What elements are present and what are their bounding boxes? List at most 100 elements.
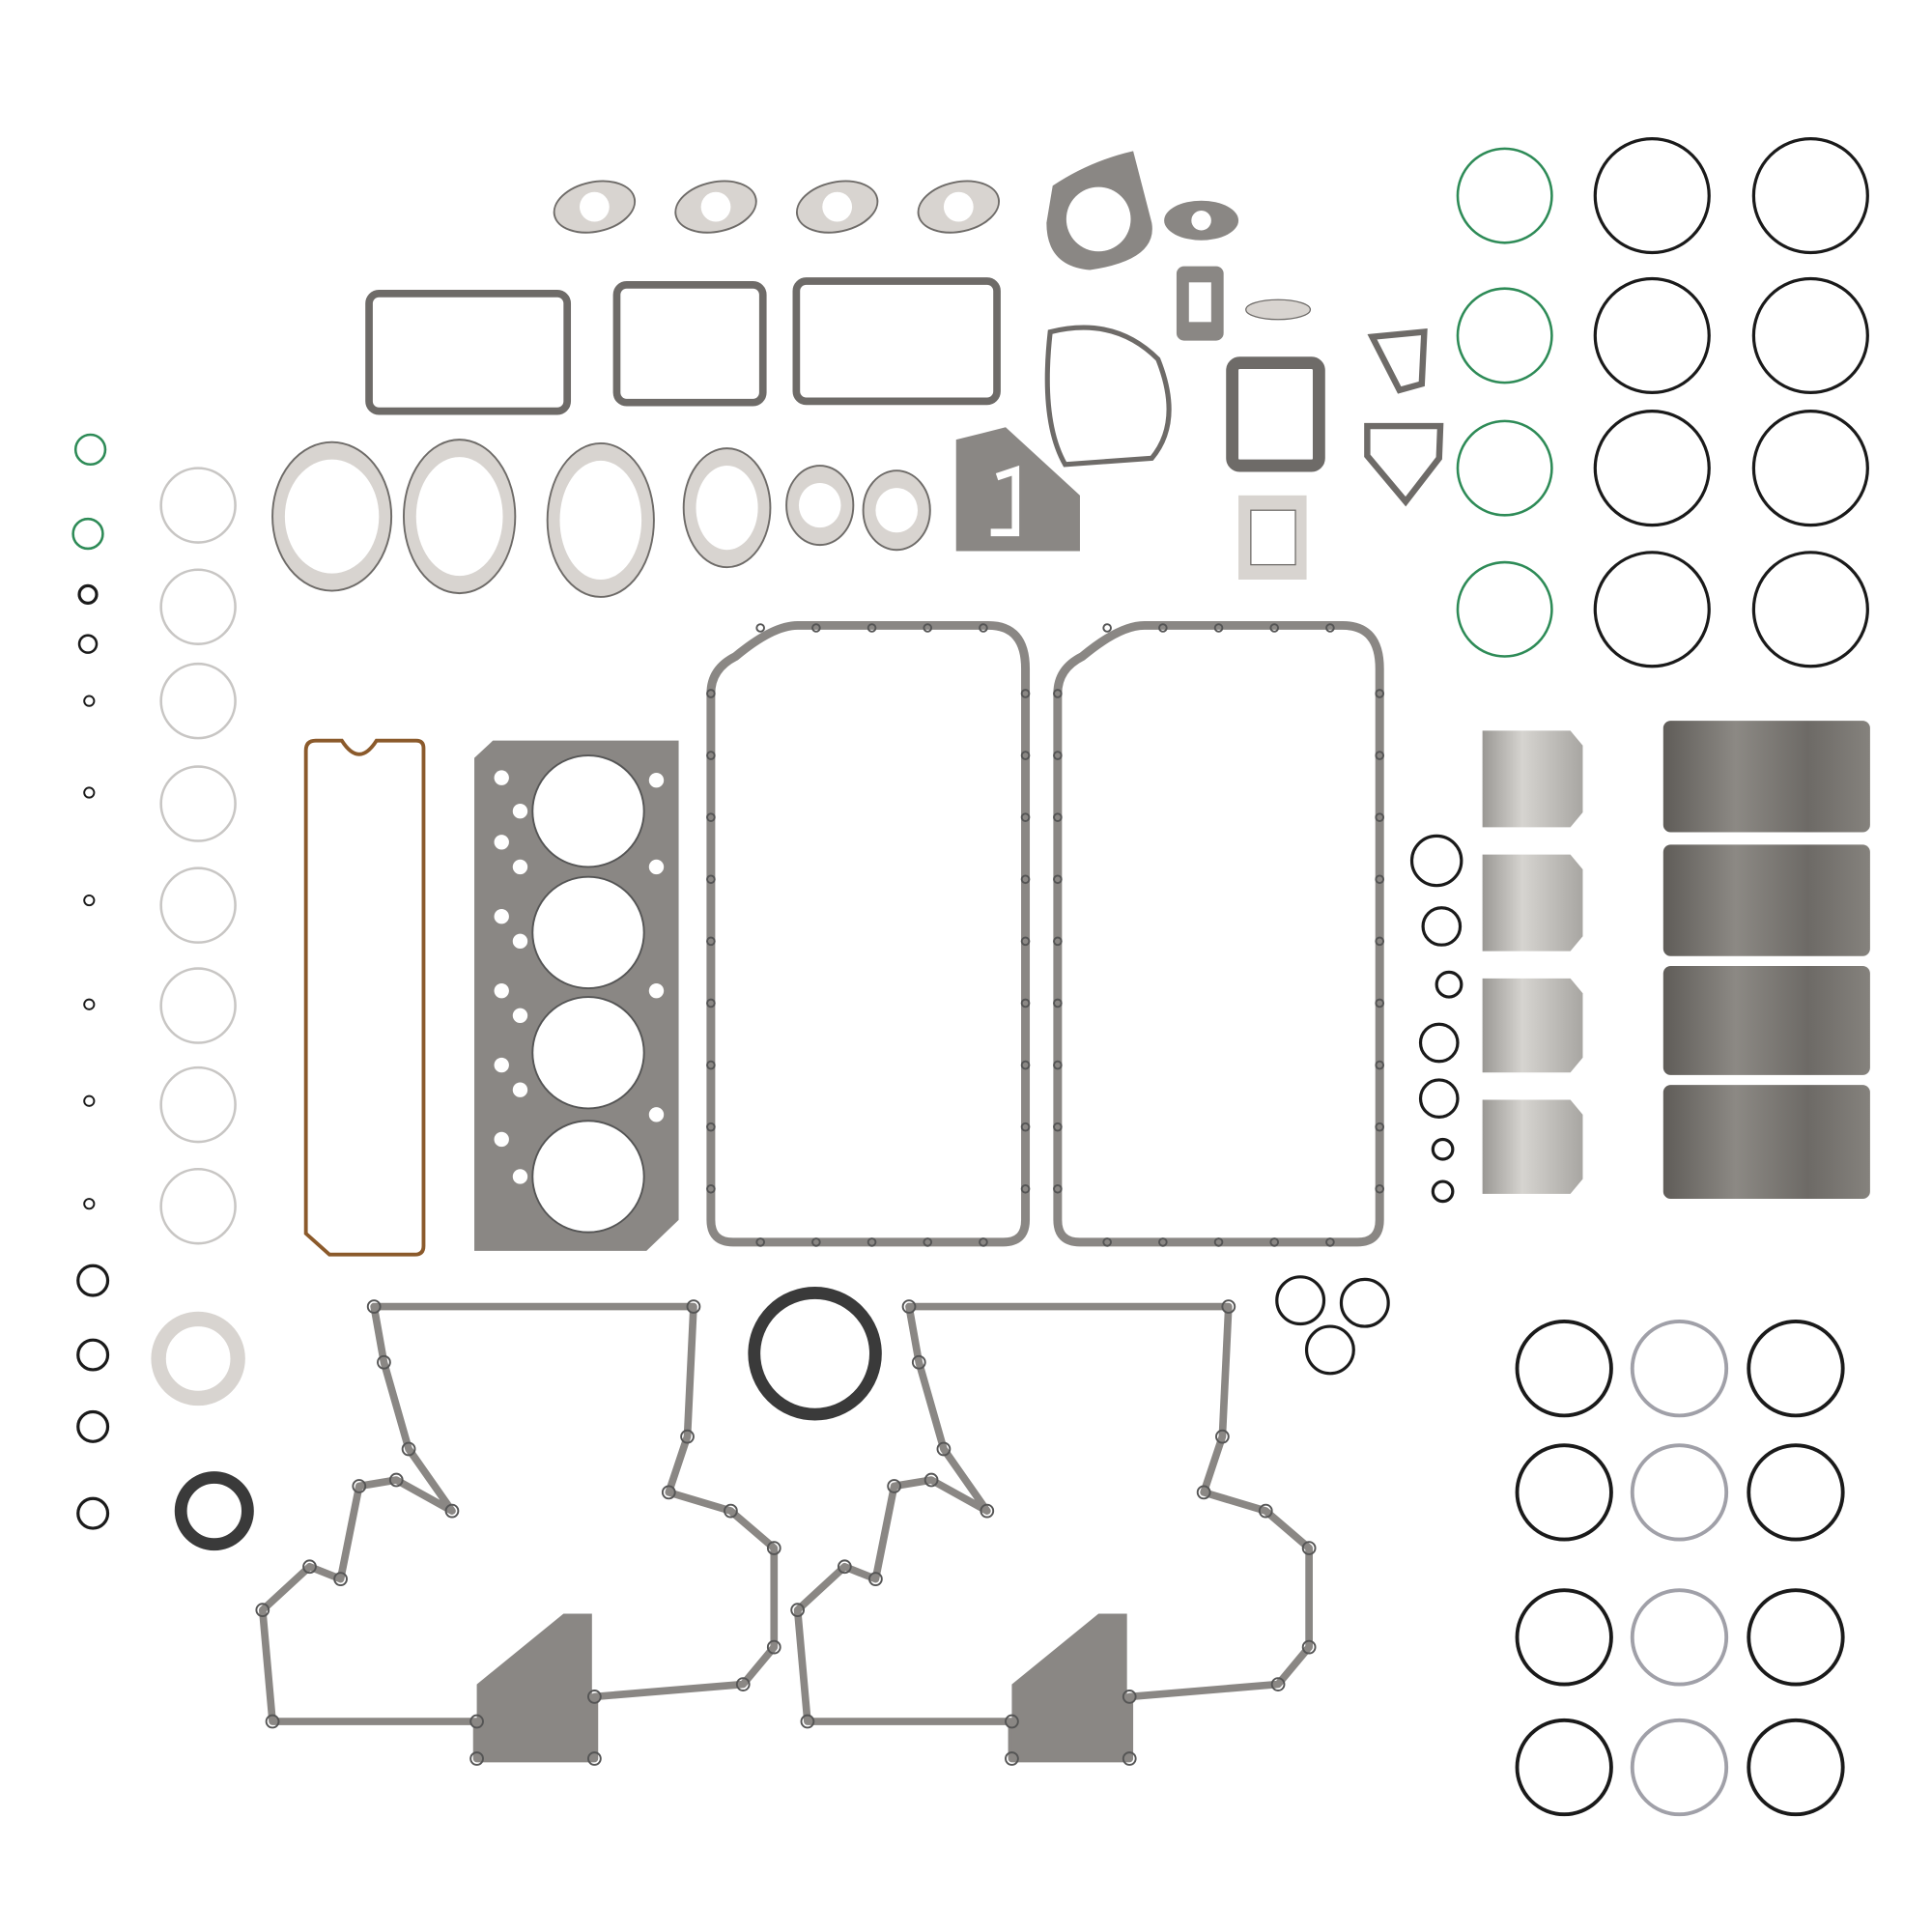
gasket-port — [1065, 186, 1131, 252]
gasket-hole — [494, 770, 509, 785]
small-green-o-ring — [73, 433, 107, 467]
bolt-hole — [1020, 751, 1031, 760]
bolt-hole — [1020, 998, 1031, 1009]
gasket-hole — [512, 933, 528, 950]
valve-cover-gasket — [303, 738, 426, 1257]
bolt-hole — [1215, 1429, 1230, 1444]
gasket-slot — [990, 465, 1020, 537]
light-seal-ring — [159, 765, 237, 842]
bolt-hole — [1213, 623, 1224, 633]
gasket-port — [822, 191, 853, 222]
bolt-hole — [1102, 1237, 1112, 1247]
bolt-hole — [1020, 1060, 1031, 1070]
gasket-hole — [648, 982, 665, 999]
gasket-hole — [512, 1008, 528, 1023]
bolt-hole — [923, 623, 933, 633]
bolt-hole — [868, 1572, 883, 1586]
cylinder-liner — [1662, 1085, 1870, 1200]
bolt-hole — [1020, 874, 1031, 885]
bolt-hole — [1053, 998, 1063, 1009]
gasket-hole — [648, 1107, 665, 1122]
o-ring — [76, 1338, 110, 1372]
housing-gasket — [792, 277, 1001, 406]
bolt-hole — [1269, 623, 1280, 633]
o-ring — [1431, 1137, 1455, 1161]
gasket-port — [415, 457, 503, 577]
black-seal-ring — [1751, 410, 1869, 527]
bolt-hole — [1053, 1060, 1063, 1070]
bolt-hole — [706, 998, 716, 1009]
bolt-hole — [1053, 874, 1063, 885]
liner-seal-ring — [1747, 1718, 1845, 1817]
bolt-hole — [867, 623, 877, 633]
gasket-port — [696, 466, 758, 551]
bolt-hole — [587, 1690, 602, 1704]
black-seal-ring — [1751, 551, 1869, 668]
bolt-hole — [1020, 689, 1031, 698]
bolt-hole — [1020, 1183, 1031, 1194]
bolt-hole — [680, 1429, 695, 1444]
tiny-o-ring — [83, 1094, 96, 1107]
housing-gasket — [612, 281, 767, 407]
o-ring — [76, 1496, 110, 1530]
green-o-ring — [1456, 419, 1553, 517]
bolt-hole — [811, 623, 821, 633]
bolt-hole — [706, 1060, 716, 1070]
liner-seal-ring — [1515, 1443, 1613, 1542]
bolt-hole — [1102, 623, 1112, 633]
bolt-hole — [444, 1503, 460, 1519]
bolt-hole — [1375, 998, 1385, 1009]
gasket-port — [875, 488, 918, 533]
bolt-hole — [1301, 1541, 1317, 1555]
bolt-hole — [1375, 936, 1385, 947]
bolt-hole — [923, 1237, 933, 1247]
small-green-o-ring — [71, 517, 104, 551]
tiny-o-ring — [83, 786, 96, 799]
green-o-ring — [1456, 560, 1553, 658]
bolt-hole — [469, 1751, 484, 1766]
bolt-hole — [766, 1639, 781, 1655]
front-housing-gasket — [1044, 325, 1172, 468]
bolt-hole — [811, 1237, 821, 1247]
bolt-hole — [755, 1237, 765, 1247]
gasket-hole — [648, 773, 665, 788]
bolt-hole — [686, 1299, 701, 1314]
gasket-hole — [512, 804, 528, 819]
front-crank-seal — [174, 1471, 254, 1551]
housing-gasket — [365, 290, 572, 415]
bolt-hole — [1375, 812, 1385, 822]
black-seal-ring — [1593, 551, 1711, 668]
bolt-hole — [706, 812, 716, 822]
o-ring — [76, 1409, 110, 1443]
tiny-o-ring — [83, 894, 96, 907]
bolt-hole — [790, 1603, 806, 1618]
black-seal-ring — [1593, 136, 1711, 255]
bolt-hole — [766, 1541, 781, 1555]
bolt-hole — [887, 1479, 902, 1493]
bolt-hole — [1301, 1639, 1317, 1655]
cylinder-bore-hole — [531, 996, 645, 1110]
gasket-port — [1188, 282, 1211, 323]
o-ring — [1339, 1277, 1390, 1328]
o-ring — [1418, 1078, 1460, 1120]
bolt-hole — [1213, 1237, 1224, 1247]
black-seal-ring — [1593, 410, 1711, 527]
gasket-port — [1250, 509, 1296, 566]
bolt-hole — [1158, 623, 1168, 633]
bolt-hole — [1020, 936, 1031, 947]
liner-seal-ring — [1747, 1443, 1845, 1542]
bolt-hole — [706, 689, 716, 698]
bolt-hole — [352, 1479, 367, 1493]
liner-seal-ring — [1747, 1320, 1845, 1418]
gasket-hole — [494, 835, 509, 850]
bolt-hole — [755, 623, 765, 633]
light-seal-ring — [159, 867, 237, 944]
gasket-port — [700, 191, 731, 222]
tiny-o-ring — [83, 695, 96, 707]
thrust-washer — [151, 1311, 245, 1406]
cylinder-bore-hole — [531, 875, 645, 990]
bolt-hole — [1269, 1237, 1280, 1247]
green-o-ring — [1456, 147, 1553, 244]
